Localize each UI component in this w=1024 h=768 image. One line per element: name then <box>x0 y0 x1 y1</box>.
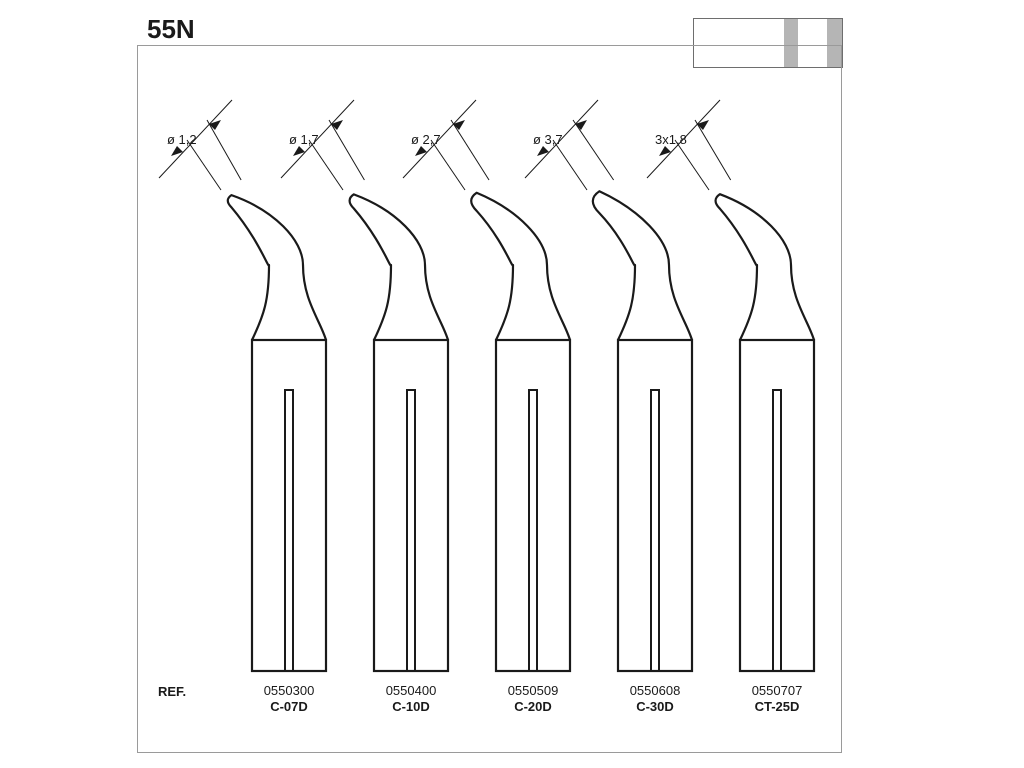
tip-dimension-label: ø 1,2 <box>167 132 197 147</box>
tip-dimension-label: 3x1,8 <box>655 132 687 147</box>
tip-shank <box>616 338 694 673</box>
dim-arrow <box>331 120 343 130</box>
tip-dimension-label: ø 2,7 <box>411 132 441 147</box>
dim-line <box>402 99 477 179</box>
dim-extension-line <box>694 119 732 181</box>
dim-extension-line <box>186 139 222 191</box>
dim-extension-line <box>308 139 344 191</box>
tip-slot <box>772 389 782 671</box>
dim-arrow <box>453 120 465 130</box>
dim-arrow <box>537 146 549 156</box>
tip-code: 0550707 <box>751 683 803 698</box>
tip-dimension-label: ø 3,7 <box>533 132 563 147</box>
tip-model: C-10D <box>392 699 430 714</box>
dim-extension-line <box>552 139 588 191</box>
dim-extension-line <box>430 139 466 191</box>
dim-line <box>158 99 233 179</box>
tip-model: C-07D <box>270 699 308 714</box>
dim-line <box>280 99 355 179</box>
tip-neck <box>348 193 450 341</box>
tip-shank <box>372 338 450 673</box>
tip-neck <box>470 191 572 341</box>
diagram-frame <box>137 45 842 753</box>
tip-code: 0550509 <box>507 683 559 698</box>
tip-code: 0550608 <box>629 683 681 698</box>
tip-dimension-label: ø 1,7 <box>289 132 319 147</box>
dim-extension-line <box>572 119 615 181</box>
dim-arrow <box>659 146 671 156</box>
tip-neck <box>591 190 694 341</box>
dim-line <box>646 99 721 179</box>
tip-shank <box>250 338 328 673</box>
tip-code: 0550300 <box>263 683 315 698</box>
dim-extension-line <box>328 119 365 181</box>
header-swatch <box>693 18 843 68</box>
dim-extension-line <box>450 119 490 181</box>
dim-line <box>524 99 599 179</box>
dim-arrow <box>171 146 183 156</box>
tip-slot <box>284 389 294 671</box>
tip-code: 0550400 <box>385 683 437 698</box>
tip-slot <box>650 389 660 671</box>
dim-extension-line <box>674 139 710 191</box>
ref-label: REF. <box>158 684 187 699</box>
tip-slot <box>406 389 416 671</box>
dim-arrow <box>697 120 709 130</box>
dim-arrow <box>415 146 427 156</box>
dim-arrow <box>293 146 305 156</box>
dim-extension-line <box>206 119 242 181</box>
dim-arrow <box>575 120 587 130</box>
tip-model: C-20D <box>514 699 552 714</box>
tip-neck <box>714 193 816 341</box>
tip-neck <box>226 194 328 341</box>
tip-shank <box>494 338 572 673</box>
tip-shank <box>738 338 816 673</box>
page-title: 55N <box>147 14 195 44</box>
dim-arrow <box>209 120 221 130</box>
tip-model: C-30D <box>636 699 674 714</box>
tip-slot <box>528 389 538 671</box>
tip-model: CT-25D <box>754 699 800 714</box>
